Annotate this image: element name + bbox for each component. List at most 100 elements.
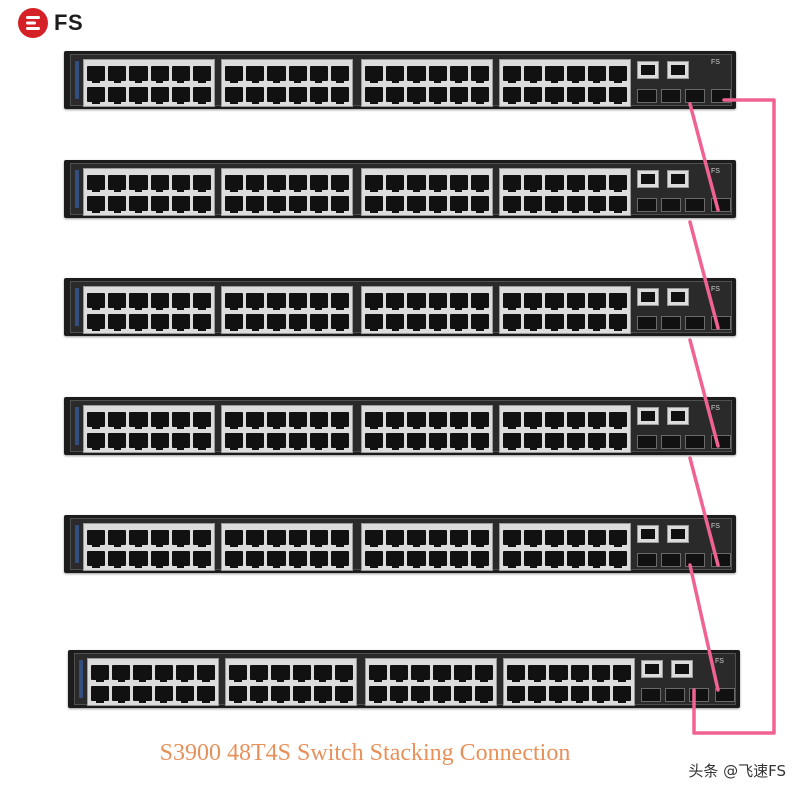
rj45-port xyxy=(386,175,405,192)
switch-front-panel: FS xyxy=(70,54,732,107)
rj45-port xyxy=(386,314,405,331)
rj45-port xyxy=(365,175,384,192)
rj45-port-block xyxy=(83,405,215,453)
rj45-port-block xyxy=(221,59,353,107)
rj45-port xyxy=(192,196,212,213)
rj45-port xyxy=(246,314,265,331)
rj45-port xyxy=(608,314,628,331)
rj45-port xyxy=(225,314,244,331)
rj45-port xyxy=(175,665,194,682)
uplink-rj45-port xyxy=(637,407,659,425)
rj45-port xyxy=(129,314,148,331)
rj45-port xyxy=(369,686,388,703)
rj45-port xyxy=(407,433,426,450)
rj45-port xyxy=(229,665,248,682)
rj45-port xyxy=(524,175,543,192)
rj45-port xyxy=(524,66,543,83)
rj45-port xyxy=(587,175,606,192)
status-led-strip xyxy=(75,288,79,326)
rj45-port xyxy=(154,665,173,682)
rj45-port xyxy=(309,87,328,104)
sfp-port xyxy=(685,89,705,103)
rj45-port xyxy=(225,530,244,547)
sfp-port xyxy=(661,89,681,103)
sfp-port xyxy=(637,316,657,330)
rj45-port xyxy=(112,665,131,682)
rj45-port xyxy=(267,293,286,310)
rj45-port xyxy=(87,433,106,450)
rj45-port xyxy=(428,530,447,547)
rj45-port xyxy=(133,686,152,703)
rj45-port xyxy=(108,412,127,429)
rj45-port xyxy=(330,314,350,331)
rj45-port xyxy=(545,433,564,450)
rj45-port xyxy=(330,551,350,568)
rj45-port-block xyxy=(361,523,493,571)
rj45-port xyxy=(470,314,490,331)
rj45-port xyxy=(474,665,494,682)
rj45-port xyxy=(309,412,328,429)
rj45-port xyxy=(503,196,522,213)
switch-front-panel: FS xyxy=(70,400,732,453)
rj45-port xyxy=(386,551,405,568)
rj45-port xyxy=(288,433,307,450)
rj45-port xyxy=(267,87,286,104)
rj45-port xyxy=(267,433,286,450)
rj45-port xyxy=(503,293,522,310)
rj45-port xyxy=(192,87,212,104)
status-led-strip xyxy=(75,170,79,208)
rj45-port xyxy=(545,196,564,213)
rj45-port xyxy=(570,665,589,682)
rj45-port xyxy=(309,551,328,568)
rj45-port xyxy=(313,686,332,703)
stack-cable-3-4 xyxy=(688,338,720,448)
rj45-port xyxy=(365,293,384,310)
rj45-port xyxy=(150,293,169,310)
rj45-port xyxy=(503,66,522,83)
rj45-port-block xyxy=(361,168,493,216)
rj45-port xyxy=(524,293,543,310)
rj45-port xyxy=(288,66,307,83)
rj45-port xyxy=(365,551,384,568)
sfp-port xyxy=(715,688,735,702)
rj45-port xyxy=(608,530,628,547)
rj45-port xyxy=(428,293,447,310)
rj45-port xyxy=(428,551,447,568)
rj45-port xyxy=(449,412,468,429)
rj45-port xyxy=(108,196,127,213)
rj45-port xyxy=(334,686,354,703)
rj45-port xyxy=(566,412,585,429)
rj45-port xyxy=(87,175,106,192)
rj45-port xyxy=(309,314,328,331)
rj45-port xyxy=(87,412,106,429)
rj45-port xyxy=(407,551,426,568)
fs-logo-icon xyxy=(18,8,48,38)
sfp-port xyxy=(637,89,657,103)
rj45-port xyxy=(108,314,127,331)
rj45-port xyxy=(225,551,244,568)
rj45-port xyxy=(365,412,384,429)
watermark: 头条 @飞速FS xyxy=(688,762,786,780)
rj45-port xyxy=(150,412,169,429)
switch-front-panel: FS xyxy=(70,163,732,216)
stack-cable-5-6 xyxy=(688,563,720,692)
rj45-port-block xyxy=(503,658,635,706)
rj45-port xyxy=(503,412,522,429)
rj45-port xyxy=(528,665,547,682)
rj45-port xyxy=(330,196,350,213)
rj45-port xyxy=(334,665,354,682)
rj45-port xyxy=(524,530,543,547)
rj45-port xyxy=(587,433,606,450)
rj45-port xyxy=(330,433,350,450)
rj45-port xyxy=(428,433,447,450)
rj45-port xyxy=(587,551,606,568)
rj45-port xyxy=(108,433,127,450)
rj45-port xyxy=(309,196,328,213)
rj45-port xyxy=(129,87,148,104)
rj45-port xyxy=(524,314,543,331)
rj45-port xyxy=(192,551,212,568)
rj45-port xyxy=(503,87,522,104)
status-led-strip xyxy=(75,61,79,99)
uplink-rj45-port xyxy=(641,660,663,678)
rj45-port xyxy=(292,665,311,682)
